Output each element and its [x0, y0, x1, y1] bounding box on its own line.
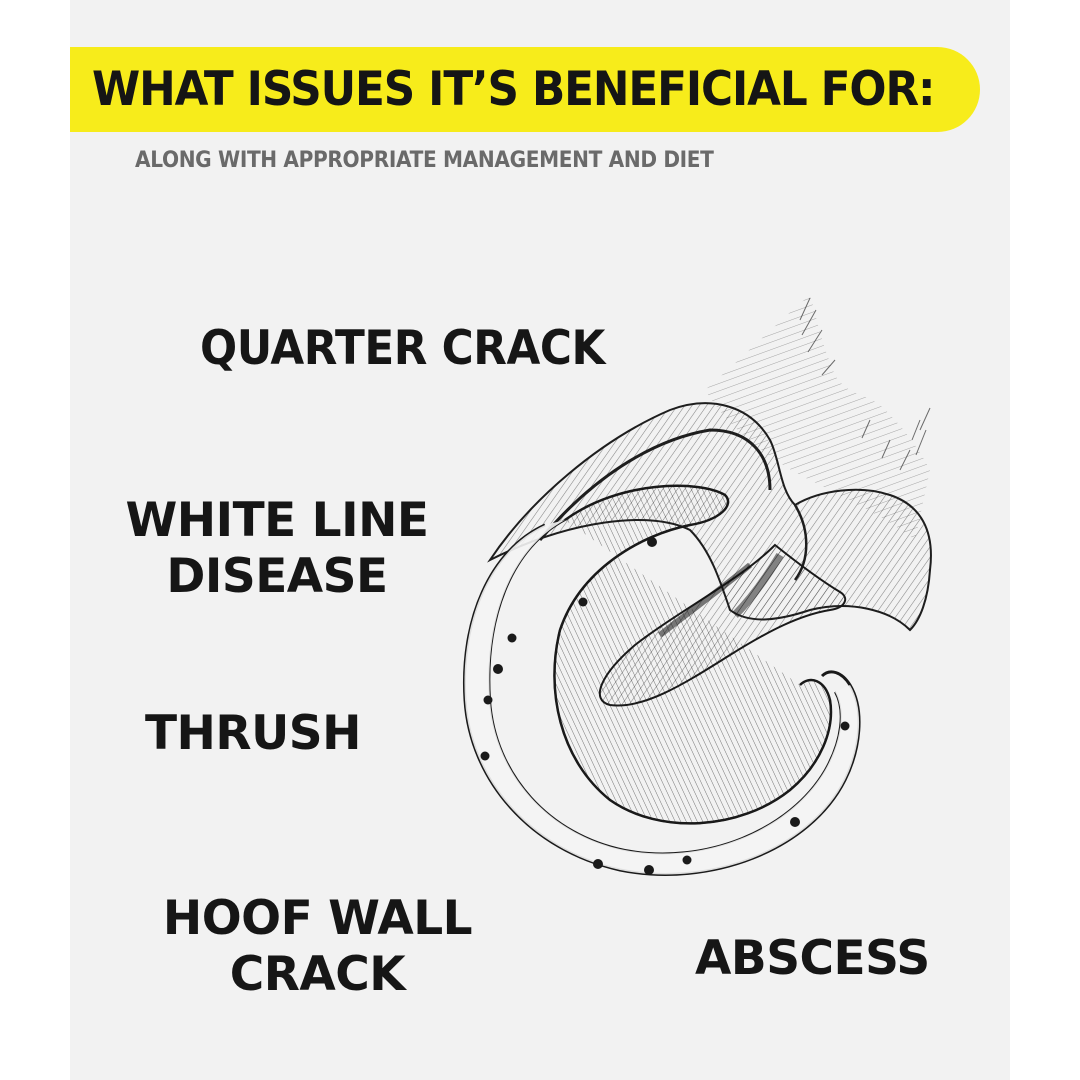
issue-label-line: WHITE LINE — [125, 493, 429, 548]
issue-label-quarter-crack: QUARTER CRACK — [200, 321, 605, 377]
title-banner — [70, 47, 980, 132]
issue-label-abscess: ABSCESS — [695, 931, 930, 987]
issue-label-line: QUARTER CRACK — [200, 321, 605, 376]
issue-label-line: ABSCESS — [695, 931, 930, 986]
subtitle: ALONG WITH APPROPRIATE MANAGEMENT AND DI… — [135, 148, 714, 173]
issue-label-line: HOOF WALL — [162, 891, 473, 946]
issue-label-thrush: THRUSH — [145, 706, 361, 762]
issue-label-line: DISEASE — [166, 549, 388, 604]
banner-title: WHAT ISSUES IT’S BENEFICIAL FOR: — [92, 62, 935, 117]
issue-label-white-line-disease: WHITE LINE DISEASE — [112, 493, 442, 605]
horse-hoof-with-horseshoe-sketch-icon — [450, 280, 970, 900]
issue-label-line: CRACK — [229, 947, 406, 1002]
issue-label-line: THRUSH — [145, 706, 361, 761]
issue-label-hoof-wall-crack: HOOF WALL CRACK — [150, 891, 485, 1003]
